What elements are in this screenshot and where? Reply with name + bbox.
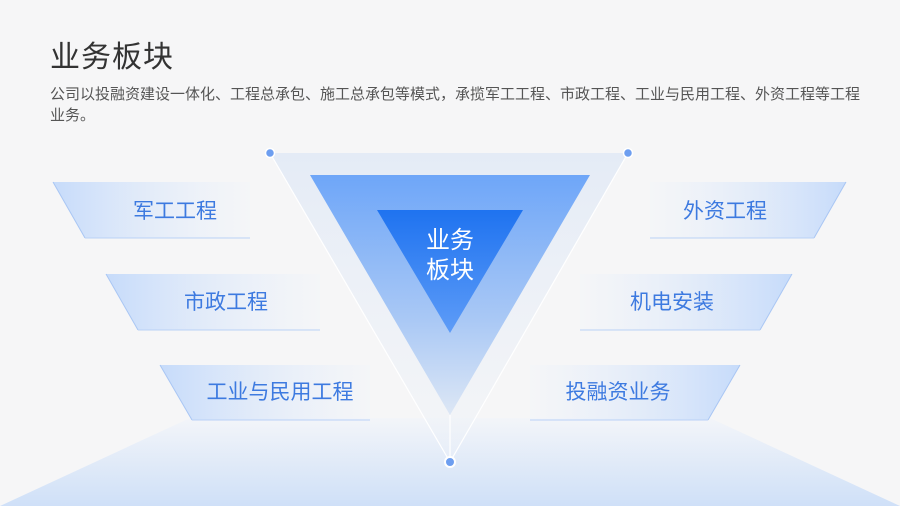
anchor-dot-bottom <box>444 456 456 468</box>
banner-right-3 <box>530 365 740 420</box>
page-description: 公司以投融资建设一体化、工程总承包、施工总承包等模式，承揽军工工程、市政工程、工… <box>50 85 861 124</box>
banner-right-2 <box>580 274 792 330</box>
center-label-line2: 板块 <box>426 256 474 284</box>
anchor-dot-right <box>622 147 634 159</box>
center-label-line1: 业务 <box>426 226 474 254</box>
segment-label-investment: 投融资业务 <box>565 380 671 404</box>
segment-label-electromechanical: 机电安装 <box>630 290 714 314</box>
inner-triangle <box>377 210 523 333</box>
banner-left-2 <box>106 274 320 330</box>
center-label: 业务 板块 <box>420 225 480 285</box>
page-title: 业务板块 <box>50 40 174 75</box>
banner-left-3 <box>160 365 370 420</box>
banner-right-1 <box>650 182 846 238</box>
segment-label-foreign: 外资工程 <box>683 199 767 223</box>
anchor-dot-left <box>264 147 276 159</box>
banner-left-1 <box>53 182 250 238</box>
segment-label-industrial-civil: 工业与民用工程 <box>206 380 354 404</box>
segment-label-military: 军工工程 <box>133 199 217 223</box>
segment-label-municipal: 市政工程 <box>184 290 268 314</box>
